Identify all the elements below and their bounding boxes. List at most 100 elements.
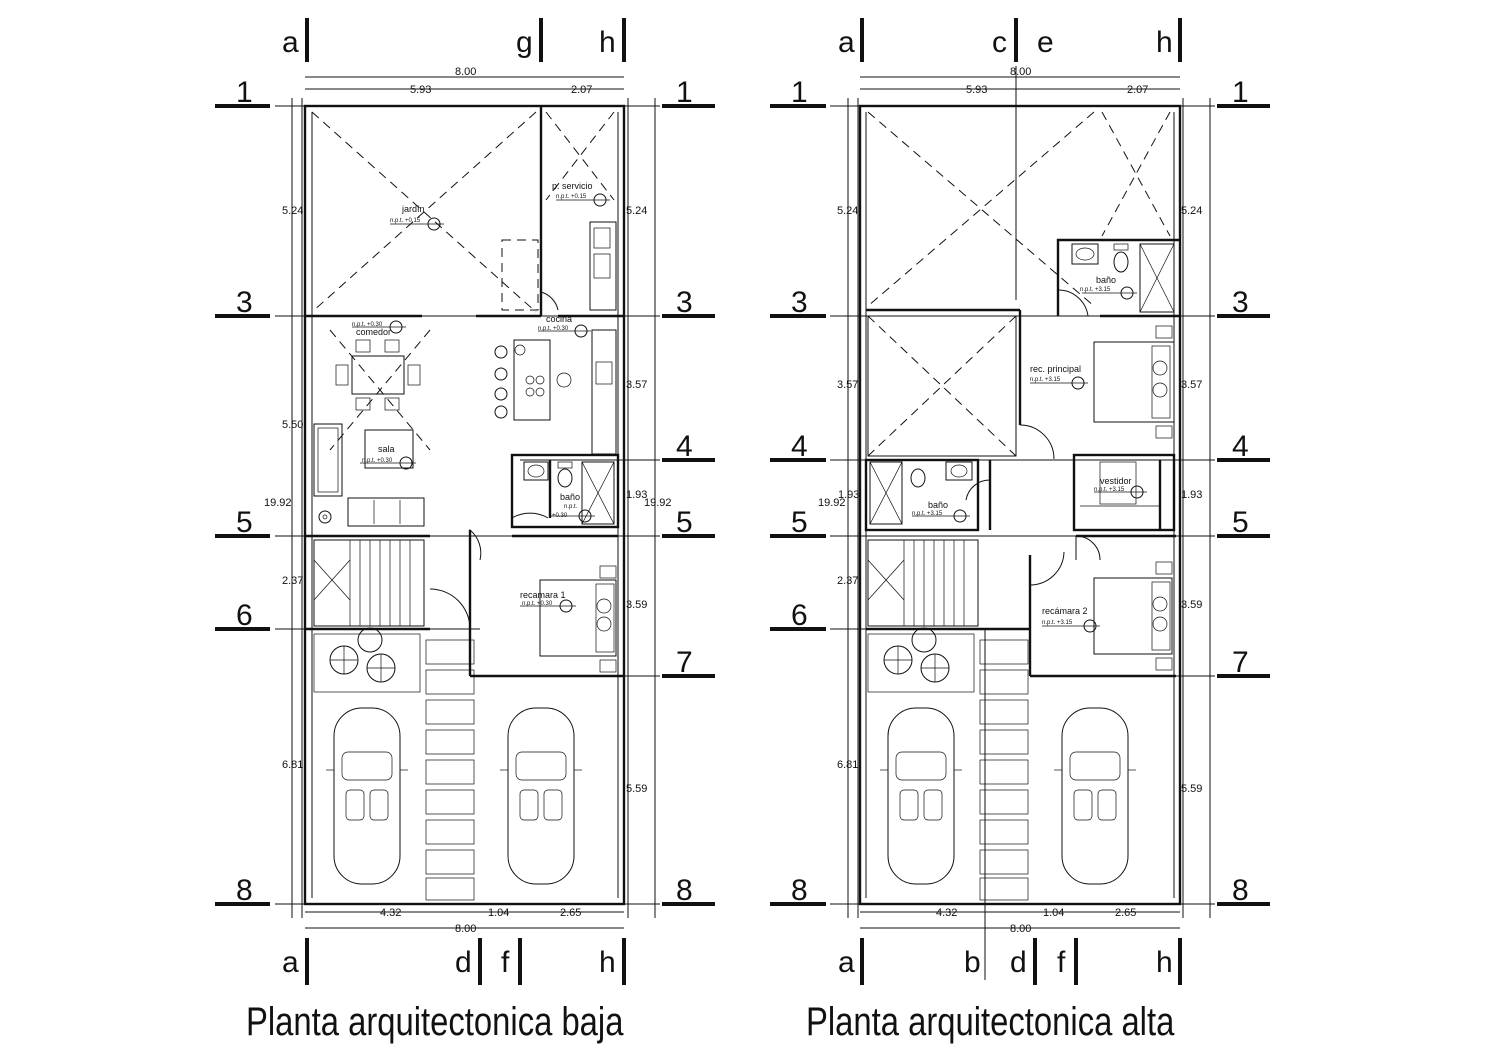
row-label: 3 [236,286,253,319]
axis-label: f [501,946,510,979]
dim-top-left: 5.93 [966,84,987,96]
axis-label: h [1156,946,1173,979]
axis-label: d [1010,946,1027,979]
dim-side: 3.59 [626,599,647,611]
car [326,707,408,885]
dim-side: 5.59 [626,783,647,795]
room-label: recamara 1 [520,590,566,600]
dim-top-left: 5.93 [410,84,431,96]
level-label: n.p.t. +3.15 [1094,487,1125,493]
dim-side: 3.59 [1181,599,1202,611]
dim-side: 1.93 [1181,489,1202,501]
row-label: 3 [791,286,808,319]
plan-alta: a c e h 8.00 5.93 2.07 [770,18,1270,985]
plan-baja: a g h 8.00 5.93 2.07 [215,18,715,985]
room-label: sala [378,444,395,454]
dining-table [335,339,421,411]
level-label: n.p.t. +0.30 [352,322,383,328]
dim-top-right: 2.07 [1127,84,1148,96]
axis-label: h [599,946,616,979]
level-label: n.p.t. +3.15 [1042,620,1073,626]
row-label: 7 [676,646,693,679]
axis-label: b [964,946,981,979]
row-label: 1 [676,76,693,109]
dim-bottom: 4.32 [936,907,957,919]
row-label: 3 [1232,286,1249,319]
plant [313,627,421,693]
dim-overall-width: 8.00 [1010,66,1031,78]
level-label: n.p.t. [564,504,578,510]
row-markers-left [770,104,826,906]
row-label: 5 [1232,506,1249,539]
level-label: n.p.t. +0.30 [522,601,553,607]
axis-label: h [599,26,616,59]
dim-side: 5.24 [626,205,647,217]
dim-overall-depth: 19.92 [644,497,672,509]
room-label: comedor [356,327,391,337]
room-label: vestidor [1100,476,1132,486]
bed [1093,325,1175,439]
living-room-furniture [313,423,425,527]
room-label: p. servicio [552,181,593,191]
dim-side: 3.57 [626,379,647,391]
bathroom-fixtures [523,461,615,525]
car [880,707,962,885]
dim-side: 3.57 [1181,379,1202,391]
row-label: 8 [236,874,253,907]
axis-label: a [282,946,299,979]
bed [1093,561,1173,671]
row-label: 8 [676,874,693,907]
axis-label: c [992,26,1007,59]
row-label: 6 [791,599,808,632]
dim-bottom: 4.32 [380,907,401,919]
open-area-hatch [867,111,1171,457]
car [500,707,582,885]
room-label: cocina [546,314,572,324]
row-markers-right [662,104,715,906]
walls [858,104,1182,906]
room-label: baño [928,500,948,510]
dim-side: 5.24 [1181,205,1202,217]
dim-side: 3.57 [837,379,858,391]
level-label: n.p.t. +0.30 [362,458,393,464]
axis-label: a [838,26,855,59]
axis-label: a [282,26,299,59]
bathroom-fixtures [869,243,1175,525]
level-label: n.p.t. +0.30 [538,326,569,332]
level-label: n.p.t. +3.15 [1080,287,1111,293]
row-label: 4 [676,430,693,463]
room-label: recámara 2 [1042,606,1088,616]
stair [313,539,425,627]
row-label: 1 [791,76,808,109]
row-label: 1 [1232,76,1249,109]
row-label: 4 [1232,430,1249,463]
row-label: 5 [236,506,253,539]
axis-label: f [1057,946,1066,979]
dim-overall-width: 8.00 [455,923,476,935]
row-label: 8 [791,874,808,907]
axis-label: a [838,946,855,979]
level-label: n.p.t. +3.15 [1030,377,1061,383]
axis-label: h [1156,26,1173,59]
walkway-pavers [979,639,1029,901]
kitchen-furniture [494,221,617,455]
axis-label: e [1037,26,1054,59]
level-label: n.p.t. +3.15 [912,511,943,517]
dim-overall-depth: 19.92 [264,497,292,509]
doors [429,291,559,630]
dim-overall-depth: 19.92 [818,497,846,509]
row-label: 7 [1232,646,1249,679]
row-label: 5 [676,506,693,539]
row-label: 4 [791,430,808,463]
car [1054,707,1136,885]
row-markers-left [215,104,270,906]
dim-side: 1.93 [838,489,859,501]
walkway-pavers [425,639,475,901]
level-label: +0.30 [552,513,568,519]
plan-title-baja: Planta arquitectonica baja [246,1000,624,1044]
dim-bottom: 2.65 [1115,907,1136,919]
dim-side: 5.24 [282,205,303,217]
axis-label: d [455,946,472,979]
level-label: n.p.t. +0.15 [390,218,421,224]
